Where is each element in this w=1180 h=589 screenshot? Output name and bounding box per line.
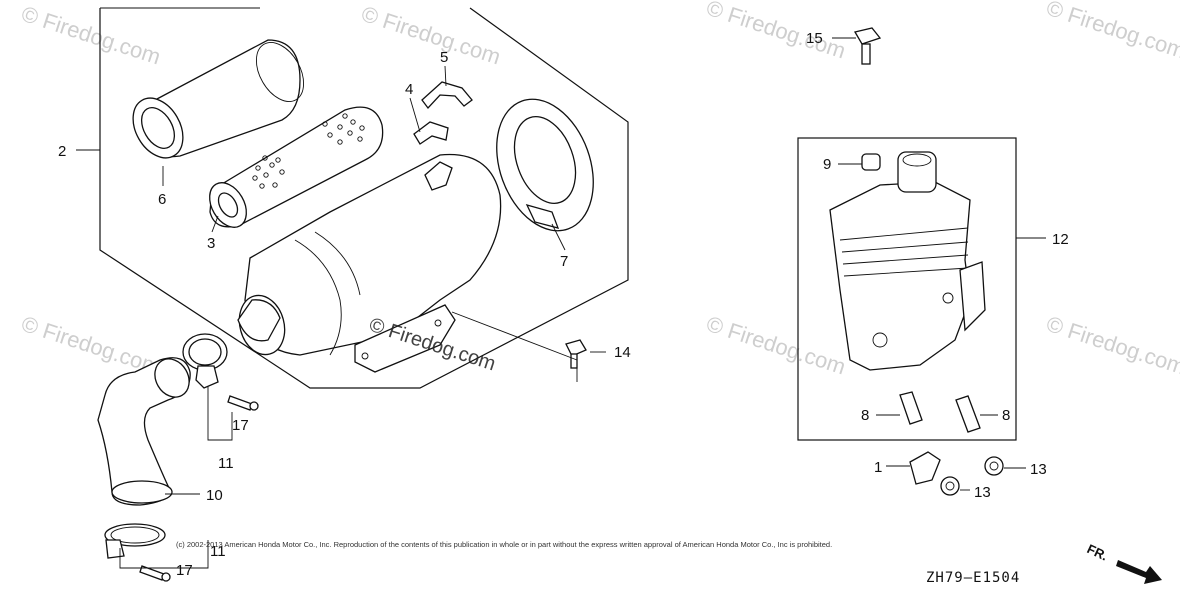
connecting-tube-10 [97, 357, 191, 506]
callout-13-upper: 13 [1030, 461, 1047, 478]
callout-11-lower: 11 [210, 543, 226, 560]
front-direction-indicator: FR. [1085, 541, 1162, 584]
callout-13-lower: 13 [974, 484, 991, 501]
watermarks: © Firedog.com © Firedog.com © Firedog.co… [18, 0, 1180, 379]
tube-8-right [955, 395, 981, 433]
callout-9: 9 [823, 156, 831, 173]
callout-8-right: 8 [1002, 407, 1010, 424]
bolt-14 [565, 339, 587, 369]
callout-4: 4 [405, 81, 413, 98]
watermark-mid-right2: © Firedog.com [1043, 311, 1180, 379]
clamp-1 [909, 451, 941, 485]
diagram-code: ZH79—E1504 [926, 570, 1020, 586]
callout-2: 2 [58, 143, 66, 160]
callout-numbers: 2 6 3 4 5 7 14 17 11 10 11 17 15 9 12 8 … [58, 30, 1069, 579]
hose-band-11-upper [182, 333, 228, 389]
arrow-icon [1116, 560, 1162, 584]
air-cleaner-assembly-frame [99, 7, 629, 389]
callout-17-upper: 17 [232, 417, 249, 434]
screw-17-upper [227, 395, 259, 411]
watermark-top-left: © Firedog.com [18, 1, 163, 69]
watermark-mid-right1: © Firedog.com [703, 311, 848, 379]
clip-4 [413, 121, 449, 145]
callout-14: 14 [614, 344, 631, 361]
screw-17-lower [139, 565, 171, 582]
callout-12: 12 [1052, 231, 1069, 248]
direction-label: FR. [1085, 541, 1110, 563]
filter-sleeve-6 [132, 39, 305, 159]
callout-11-upper: 11 [218, 455, 234, 472]
hose-band-11-lower [104, 523, 166, 559]
nut-13-upper [984, 456, 1004, 476]
callout-3: 3 [207, 235, 215, 252]
sediment-case-box [797, 137, 1017, 441]
clip-5 [421, 81, 473, 110]
air-cleaner-case [237, 153, 502, 373]
callout-17-lower: 17 [176, 562, 193, 579]
air-cleaner-cover-7 [496, 98, 594, 232]
bolt-15 [853, 27, 882, 65]
tube-8-left [899, 391, 923, 425]
watermark-top-mid: © Firedog.com [358, 1, 503, 69]
callout-7: 7 [560, 253, 568, 270]
callout-15: 15 [806, 30, 823, 47]
air-cleaner-element-3 [209, 106, 384, 228]
callout-8-left: 8 [861, 407, 869, 424]
sediment-case-12 [829, 151, 986, 371]
watermark-top-right2: © Firedog.com [1043, 0, 1180, 63]
callout-5: 5 [440, 49, 448, 66]
callout-6: 6 [158, 191, 166, 208]
watermark-top-right1: © Firedog.com [703, 0, 848, 63]
copyright-notice: (c) 2002-2013 American Honda Motor Co., … [176, 540, 832, 549]
cap-9 [861, 153, 881, 171]
leader-lines [76, 37, 1046, 569]
callout-10: 10 [206, 487, 223, 504]
callout-1: 1 [874, 459, 882, 476]
nut-13-lower [940, 476, 960, 496]
